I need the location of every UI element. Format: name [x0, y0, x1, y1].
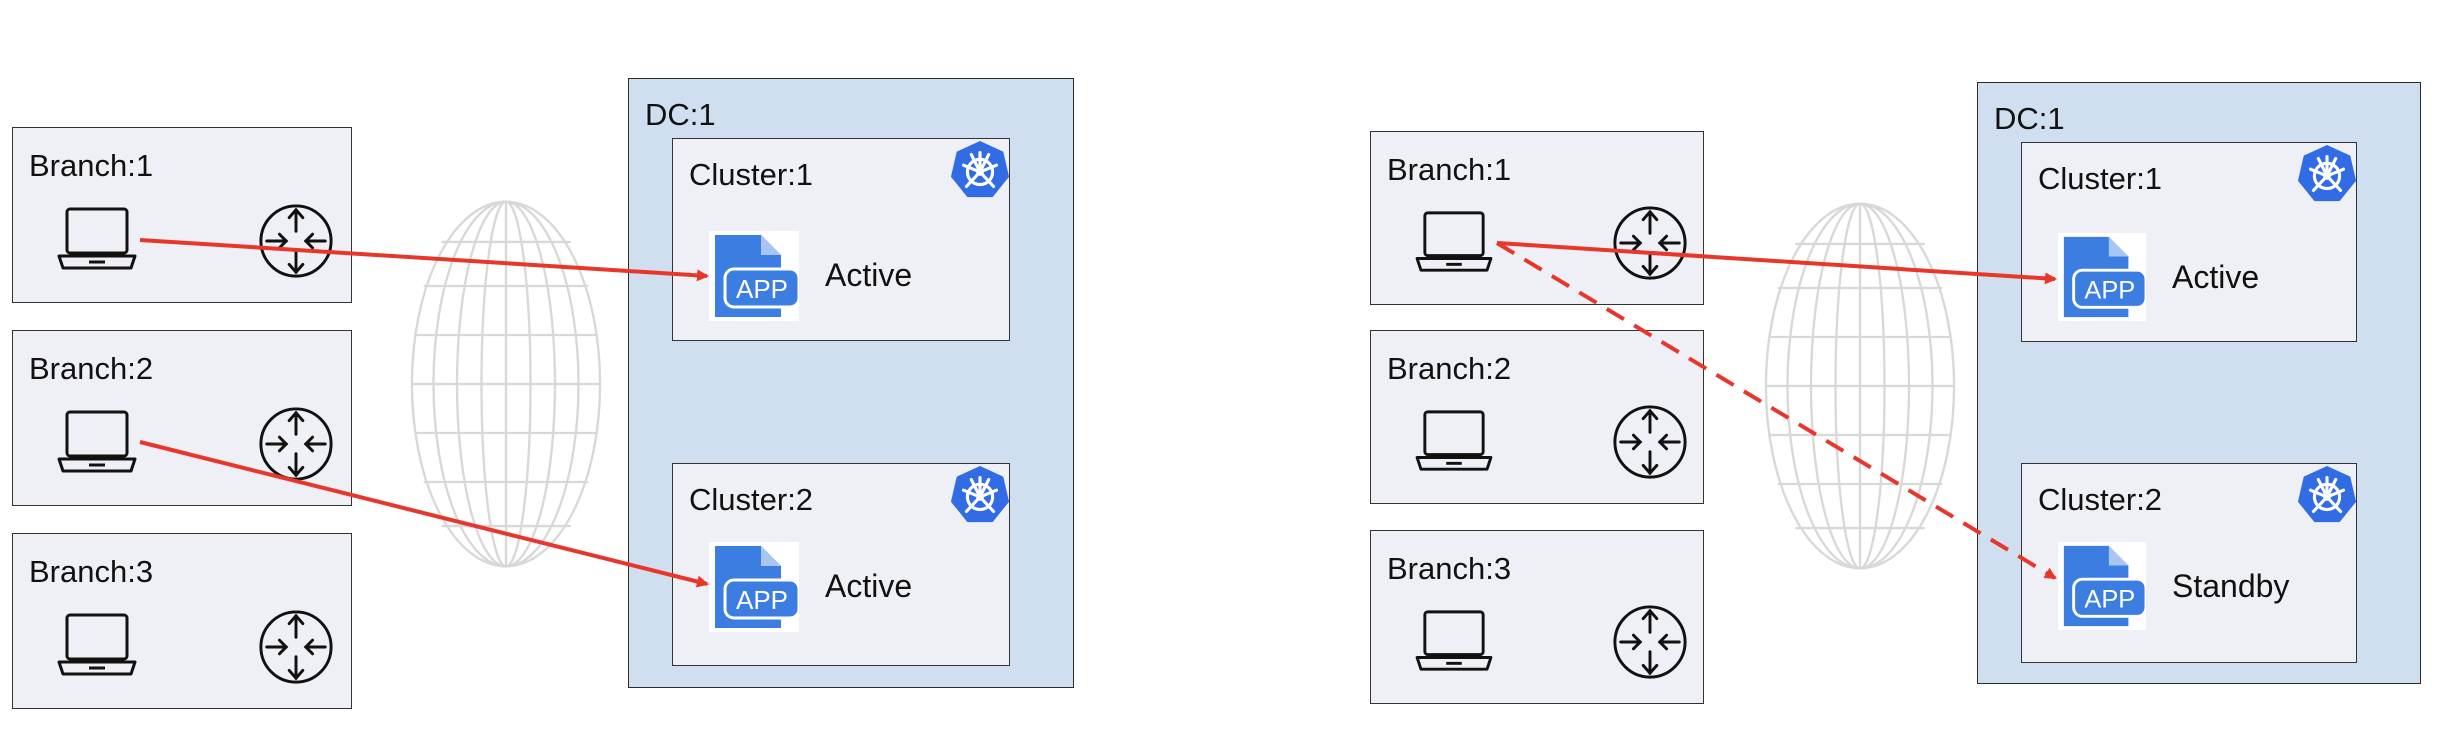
cluster-1-box: Cluster:1 Active: [2021, 142, 2357, 342]
cluster-label: Cluster:2: [689, 482, 814, 517]
cluster-1-box: Cluster:1 Active: [672, 138, 1010, 341]
branch-label: Branch:2: [1387, 351, 1512, 386]
app-icon[interactable]: [709, 231, 799, 321]
cluster-2-box: Cluster:2 Standby: [2021, 463, 2357, 663]
branch-3-box: Branch:3: [12, 533, 352, 709]
branch-1-box: Branch:1: [1370, 131, 1704, 305]
datacenter-label: DC:1: [645, 97, 716, 132]
app-icon[interactable]: [2058, 542, 2146, 630]
branch-label: Branch:3: [1387, 551, 1512, 586]
kubernetes-icon: [949, 139, 1011, 201]
branch-label: Branch:1: [1387, 152, 1512, 187]
laptop-icon[interactable]: [57, 610, 137, 680]
cluster-label: Cluster:1: [2038, 161, 2163, 196]
cluster-state: Active: [825, 568, 913, 604]
router-icon[interactable]: [1611, 403, 1689, 481]
router-icon[interactable]: [1611, 603, 1689, 681]
branch-label: Branch:1: [29, 148, 154, 183]
laptop-icon[interactable]: [1415, 407, 1493, 475]
laptop-icon[interactable]: [1415, 208, 1493, 276]
branch-3-box: Branch:3: [1370, 530, 1704, 704]
cluster-2-box: Cluster:2 Active: [672, 463, 1010, 666]
app-icon[interactable]: [2058, 233, 2146, 321]
kubernetes-icon: [2296, 464, 2358, 526]
datacenter-label: DC:1: [1994, 101, 2065, 136]
internet-globe-icon: [1762, 198, 1958, 574]
datacenter-box: DC:1 Cluster:1 Active Cluster:2 Active: [628, 78, 1074, 688]
laptop-icon[interactable]: [57, 204, 137, 274]
branch-label: Branch:3: [29, 554, 154, 589]
router-icon[interactable]: [257, 405, 335, 483]
cluster-state: Active: [2172, 259, 2260, 295]
cluster-label: Cluster:1: [689, 157, 814, 192]
branch-2-box: Branch:2: [12, 330, 352, 506]
cluster-state: Standby: [2172, 568, 2290, 604]
kubernetes-icon: [949, 464, 1011, 526]
router-icon[interactable]: [257, 202, 335, 280]
branch-label: Branch:2: [29, 351, 154, 386]
laptop-icon[interactable]: [1415, 607, 1493, 675]
laptop-icon[interactable]: [57, 407, 137, 477]
internet-globe-icon: [408, 196, 604, 572]
branch-2-box: Branch:2: [1370, 330, 1704, 504]
router-icon[interactable]: [1611, 204, 1689, 282]
cluster-label: Cluster:2: [2038, 482, 2163, 517]
datacenter-box: DC:1 Cluster:1 Active Cluster:2 Standby: [1977, 82, 2421, 684]
router-icon[interactable]: [257, 608, 335, 686]
app-icon[interactable]: [709, 542, 799, 632]
kubernetes-icon: [2296, 143, 2358, 205]
branch-1-box: Branch:1: [12, 127, 352, 303]
cluster-state: Active: [825, 257, 913, 293]
